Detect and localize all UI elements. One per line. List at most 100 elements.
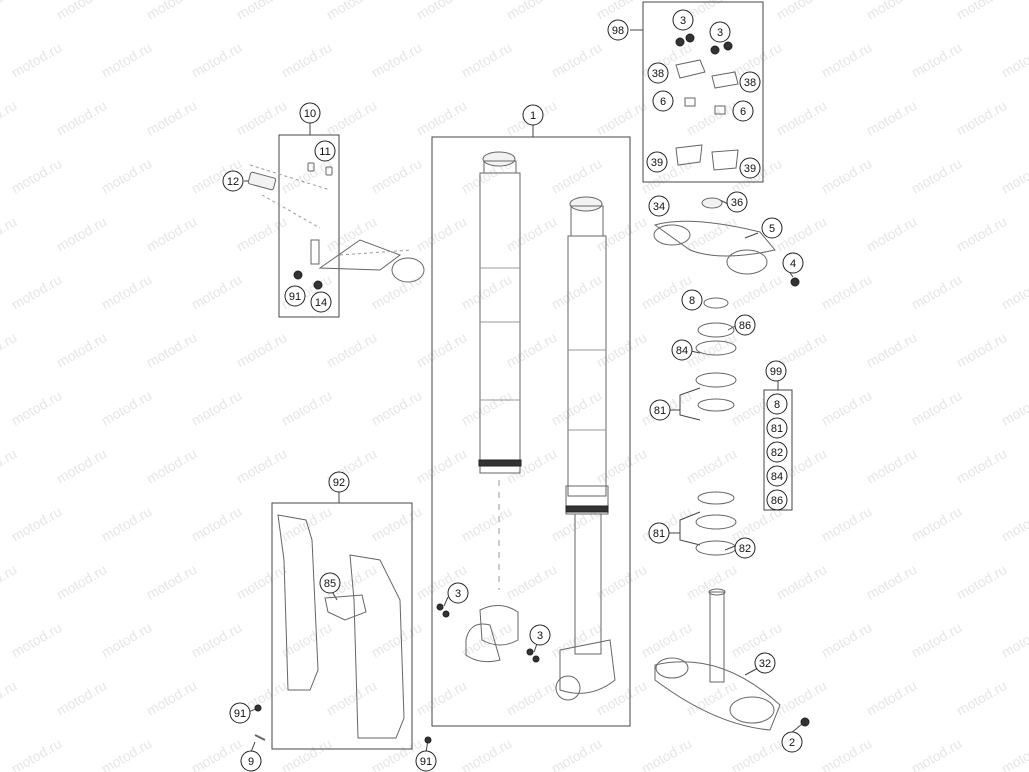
callout-c38a: 38 <box>647 62 669 84</box>
callout-circle <box>761 217 783 239</box>
callout-c6a: 6 <box>652 90 674 112</box>
callout-number: 12 <box>227 176 239 188</box>
callout-c36: 36 <box>726 191 748 213</box>
callout-c39b: 39 <box>739 157 761 179</box>
callout-number: 91 <box>420 756 432 768</box>
callout-number: 14 <box>315 297 327 309</box>
group-box-92 <box>271 502 413 750</box>
callout-number: 85 <box>324 578 336 590</box>
callout-c82a: 82 <box>766 441 788 463</box>
callout-c84a: 84 <box>671 339 693 361</box>
callout-circle <box>415 750 437 772</box>
callout-circle <box>709 21 731 43</box>
callout-circle <box>229 702 251 724</box>
callout-c8a: 8 <box>681 289 703 311</box>
callout-circle <box>649 399 671 421</box>
callout-c11: 11 <box>314 140 336 162</box>
callout-circle <box>739 71 761 93</box>
callout-circle <box>284 285 306 307</box>
callout-circle <box>522 104 544 126</box>
fork-nuts <box>436 603 540 663</box>
callout-number: 3 <box>680 15 686 27</box>
callout-circle <box>766 465 788 487</box>
callout-number: 91 <box>234 708 246 720</box>
callout-circle <box>648 522 670 544</box>
callout-number: 86 <box>739 320 751 332</box>
callout-circle <box>782 252 804 274</box>
callout-c91b: 91 <box>229 702 251 724</box>
callout-circle <box>319 572 341 594</box>
callout-circle <box>766 417 788 439</box>
callout-number: 3 <box>537 630 543 642</box>
callout-number: 81 <box>653 528 665 540</box>
callout-circle <box>734 537 756 559</box>
callout-number: 1 <box>530 110 536 122</box>
leader-lines <box>244 29 803 753</box>
upper-triple-clamp <box>653 197 800 556</box>
callout-circle <box>648 195 670 217</box>
callout-number: 39 <box>744 163 756 175</box>
group-box-1 <box>431 136 631 727</box>
callout-number: 3 <box>717 27 723 39</box>
callout-circle <box>299 102 321 124</box>
callout-c2: 2 <box>781 731 803 753</box>
callout-number: 84 <box>771 471 783 483</box>
callout-circle <box>222 170 244 192</box>
group-box-98 <box>642 1 764 183</box>
callout-number: 10 <box>304 108 316 120</box>
callout-number: 39 <box>651 157 663 169</box>
callout-c39a: 39 <box>646 151 668 173</box>
callout-c3b: 3 <box>709 21 731 43</box>
callout-circle <box>447 582 469 604</box>
callout-c32: 32 <box>754 652 776 674</box>
callout-c92: 92 <box>328 471 350 493</box>
callout-circle <box>766 393 788 415</box>
callout-number: 82 <box>739 543 751 555</box>
callout-number: 6 <box>740 106 746 118</box>
callout-circle <box>766 489 788 511</box>
callout-c81c: 81 <box>648 522 670 544</box>
fork-protectors <box>254 514 432 744</box>
callout-number: 5 <box>769 223 775 235</box>
callout-circle <box>672 9 694 31</box>
callout-number: 38 <box>652 68 664 80</box>
callout-circle <box>328 471 350 493</box>
callout-circle <box>310 291 332 313</box>
callout-circle <box>681 289 703 311</box>
callout-circle <box>732 100 754 122</box>
callout-number: 4 <box>790 258 796 270</box>
callout-c3c: 3 <box>447 582 469 604</box>
callout-number: 98 <box>612 25 624 37</box>
callout-c81b: 81 <box>766 417 788 439</box>
callout-circle <box>671 339 693 361</box>
clamp-hardware <box>675 33 739 171</box>
callout-c1: 1 <box>522 104 544 126</box>
callout-c8b: 8 <box>766 393 788 415</box>
callout-number: 8 <box>774 399 780 411</box>
callout-circle <box>652 90 674 112</box>
callout-circle <box>726 191 748 213</box>
callout-c5: 5 <box>761 217 783 239</box>
fork-leg-left <box>465 151 522 663</box>
callout-number: 81 <box>771 423 783 435</box>
callout-circle <box>765 360 787 382</box>
callout-c6b: 6 <box>732 100 754 122</box>
callout-c4: 4 <box>782 252 804 274</box>
callout-circle <box>766 441 788 463</box>
group-box-10 <box>278 134 340 318</box>
callout-circle <box>734 314 756 336</box>
callout-c3a: 3 <box>672 9 694 31</box>
callout-c12: 12 <box>222 170 244 192</box>
callout-number: 81 <box>654 405 666 417</box>
callout-circle <box>314 140 336 162</box>
fork-leg-right <box>555 196 616 701</box>
callout-c84b: 84 <box>766 465 788 487</box>
callout-c9: 9 <box>240 750 262 772</box>
callout-number: 32 <box>759 658 771 670</box>
callout-number: 9 <box>248 756 254 768</box>
callout-circle <box>607 19 629 41</box>
callout-number: 34 <box>653 201 665 213</box>
callout-number: 84 <box>676 345 688 357</box>
callout-circle <box>739 157 761 179</box>
